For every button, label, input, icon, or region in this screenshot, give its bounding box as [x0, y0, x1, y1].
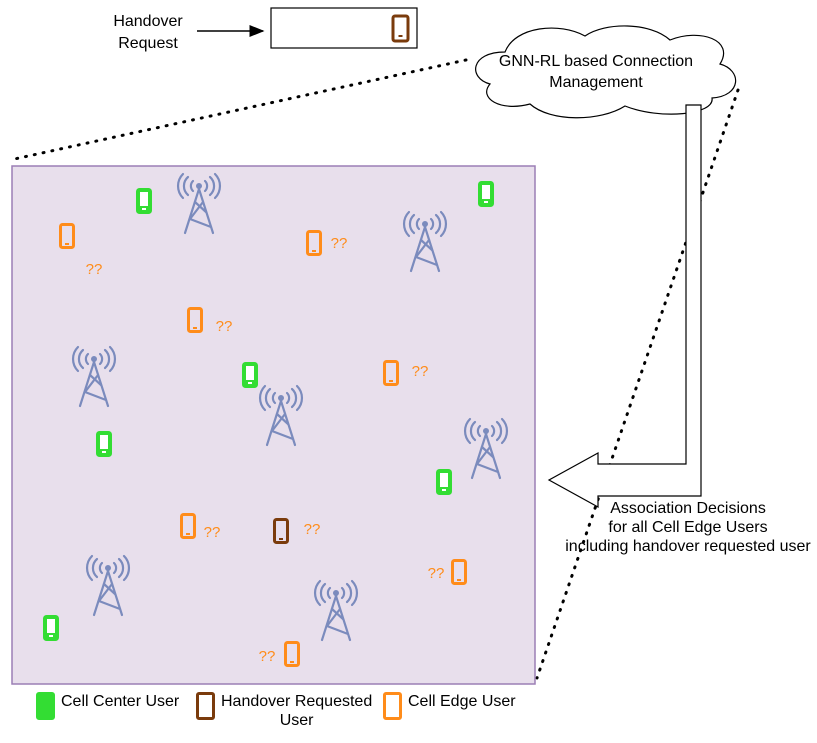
handover-request-label-line1: Handover [113, 13, 183, 30]
unknown-association-label: ?? [216, 318, 233, 335]
dotted-line-left [8, 58, 468, 162]
unknown-association-label: ?? [304, 521, 321, 538]
cell-center-user-phone-icon [436, 469, 452, 495]
legend-handover-label-line1: Handover Requested [221, 693, 373, 710]
cell-edge-user-phone-icon [187, 307, 203, 333]
cell-tower-icon [402, 210, 448, 273]
legend-cell-center: Cell Center User [36, 692, 179, 720]
cloud-shape [475, 25, 737, 119]
cell-edge-user-phone-icon [383, 360, 399, 386]
cell-tower-icon [71, 345, 117, 408]
unknown-association-label: ?? [259, 648, 276, 665]
users [43, 181, 494, 667]
cell-tower-icon [313, 579, 359, 642]
legend-cell-edge-label: Cell Edge User [408, 693, 516, 710]
cell-center-user-phone-icon [136, 188, 152, 214]
cell-center-phone-icon [36, 692, 55, 720]
unknown-association-label: ?? [412, 363, 429, 380]
legend-handover: Handover Requested User [196, 692, 372, 730]
cell-center-user-phone-icon [43, 615, 59, 641]
cell-center-user-phone-icon [478, 181, 494, 207]
unknown-association-label: ?? [204, 524, 221, 541]
base-stations [71, 172, 509, 642]
unknown-association-label: ?? [86, 261, 103, 278]
decisions-label-line1: Association Decisions [610, 500, 766, 517]
cloud-title-line1: GNN-RL based Connection [499, 53, 693, 70]
cloud-title-line2: Management [549, 74, 643, 91]
handover-user-phone-icon [391, 14, 410, 43]
decisions-label-line3: including handover requested user [565, 538, 811, 555]
dotted-line-right [535, 88, 740, 680]
cell-edge-user-phone-icon [59, 223, 75, 249]
cell-edge-user-phone-icon [180, 513, 196, 539]
cell-center-user-phone-icon [96, 431, 112, 457]
cell-tower-icon [258, 384, 304, 447]
unknown-association-label: ?? [428, 565, 445, 582]
cell-edge-phone-icon [383, 692, 402, 720]
decisions-label-line2: for all Cell Edge Users [608, 519, 767, 536]
legend-cell-edge: Cell Edge User [383, 692, 516, 720]
handover-phone-icon [196, 692, 215, 720]
decision-return-arrow [547, 104, 702, 509]
cell-edge-user-phone-icon [284, 641, 300, 667]
cell-tower-icon [85, 554, 131, 617]
handover-request-label-line2: Request [118, 35, 178, 52]
cell-tower-icon [176, 172, 222, 235]
legend-cell-center-label: Cell Center User [61, 693, 180, 710]
cell-tower-icon [463, 417, 509, 480]
cell-center-user-phone-icon [242, 362, 258, 388]
unknown-association-markers: ???????????????? [86, 235, 445, 665]
cell-edge-user-phone-icon [306, 230, 322, 256]
cell-edge-user-phone-icon [451, 559, 467, 585]
handover-user-phone-icon [273, 518, 289, 544]
legend-handover-label-line2: User [279, 712, 314, 729]
unknown-association-label: ?? [331, 235, 348, 252]
